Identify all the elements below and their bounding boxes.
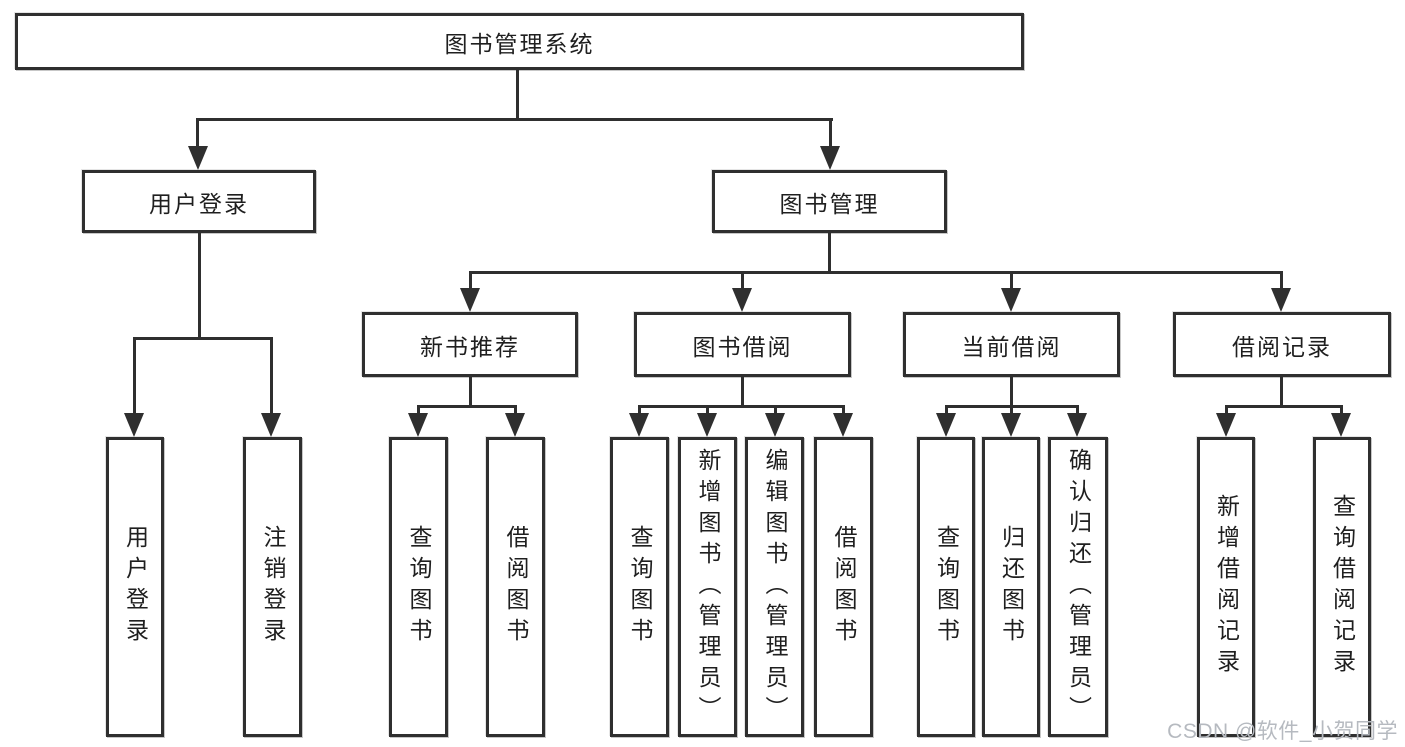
connector-line bbox=[469, 271, 1282, 274]
node-library-system: 图书管理系统 bbox=[15, 13, 1024, 70]
node-book-management-label: 图书管理 bbox=[779, 190, 880, 217]
node-leaf-query-books-current: 查询图书 bbox=[917, 437, 975, 737]
node-leaf-borrow-books-label: 借阅图书 bbox=[831, 525, 857, 649]
connector-line bbox=[1225, 405, 1228, 413]
connector-line bbox=[741, 271, 744, 288]
connector-line bbox=[774, 405, 777, 413]
arrow-down-icon bbox=[732, 288, 752, 312]
arrow-down-icon bbox=[408, 413, 428, 437]
arrow-down-icon bbox=[697, 413, 717, 437]
node-leaf-user-login-label: 用户登录 bbox=[122, 525, 149, 649]
connector-line bbox=[828, 233, 831, 271]
connector-line bbox=[1010, 271, 1013, 288]
node-current-borrowing-label: 当前借阅 bbox=[961, 333, 1062, 360]
arrow-down-icon bbox=[261, 413, 281, 437]
arrow-down-icon bbox=[833, 413, 853, 437]
arrow-down-icon bbox=[820, 146, 840, 170]
connector-line bbox=[270, 337, 273, 413]
node-book-borrowing: 图书借阅 bbox=[634, 312, 851, 377]
arrow-down-icon bbox=[188, 146, 208, 170]
node-book-management: 图书管理 bbox=[712, 170, 947, 233]
arrow-down-icon bbox=[1216, 413, 1236, 437]
arrow-down-icon bbox=[1331, 413, 1351, 437]
connector-line bbox=[1280, 377, 1283, 405]
connector-line bbox=[1225, 405, 1343, 408]
node-leaf-borrow-books-recommend-label: 借阅图书 bbox=[503, 525, 529, 649]
arrow-down-icon bbox=[1067, 413, 1087, 437]
connector-line bbox=[1340, 405, 1343, 413]
watermark: CSDN @软件_小贺同学 bbox=[1167, 720, 1398, 743]
arrow-down-icon bbox=[124, 413, 144, 437]
node-leaf-edit-book-admin-label: 编辑图书（管理员） bbox=[762, 447, 788, 727]
node-leaf-query-borrow-record-label: 查询借阅记录 bbox=[1329, 494, 1356, 680]
node-leaf-edit-book-admin: 编辑图书（管理员） bbox=[745, 437, 804, 737]
node-leaf-add-book-admin-label: 新增图书（管理员） bbox=[695, 447, 721, 727]
connector-line bbox=[133, 337, 136, 413]
connector-line bbox=[516, 70, 519, 118]
node-leaf-query-books-borrowing: 查询图书 bbox=[610, 437, 669, 737]
node-library-system-label: 图书管理系统 bbox=[444, 30, 595, 57]
connector-line bbox=[198, 233, 201, 337]
connector-line bbox=[829, 118, 832, 146]
arrow-down-icon bbox=[765, 413, 785, 437]
connector-line bbox=[706, 405, 709, 413]
connector-line bbox=[196, 118, 833, 121]
node-leaf-query-books-recommend-label: 查询图书 bbox=[406, 525, 432, 649]
connector-line bbox=[469, 377, 472, 405]
node-leaf-return-book-label: 归还图书 bbox=[998, 525, 1025, 649]
node-borrow-records: 借阅记录 bbox=[1173, 312, 1391, 377]
arrow-down-icon bbox=[1001, 288, 1021, 312]
connector-line bbox=[1010, 405, 1013, 413]
node-new-book-recommend: 新书推荐 bbox=[362, 312, 578, 377]
node-current-borrowing: 当前借阅 bbox=[903, 312, 1120, 377]
arrow-down-icon bbox=[936, 413, 956, 437]
arrow-down-icon bbox=[1271, 288, 1291, 312]
node-leaf-borrow-books-recommend: 借阅图书 bbox=[486, 437, 545, 737]
connector-line bbox=[417, 405, 517, 408]
node-user-login-label: 用户登录 bbox=[149, 190, 249, 217]
node-leaf-query-books-borrowing-label: 查询图书 bbox=[627, 525, 653, 649]
connector-line bbox=[1076, 405, 1079, 413]
arrow-down-icon bbox=[1001, 413, 1021, 437]
arrow-down-icon bbox=[460, 288, 480, 312]
connector-line bbox=[945, 405, 948, 413]
connector-line bbox=[842, 405, 845, 413]
connector-line bbox=[196, 118, 199, 146]
connector-line bbox=[638, 405, 641, 413]
node-leaf-logout: 注销登录 bbox=[243, 437, 302, 737]
node-leaf-query-borrow-record: 查询借阅记录 bbox=[1313, 437, 1371, 737]
node-new-book-recommend-label: 新书推荐 bbox=[420, 333, 520, 360]
node-leaf-logout-label: 注销登录 bbox=[260, 525, 286, 649]
node-leaf-borrow-books: 借阅图书 bbox=[814, 437, 873, 737]
connector-line bbox=[469, 271, 472, 288]
node-leaf-query-books-current-label: 查询图书 bbox=[933, 525, 960, 649]
node-borrow-records-label: 借阅记录 bbox=[1232, 333, 1332, 360]
arrow-down-icon bbox=[505, 413, 525, 437]
connector-line bbox=[133, 337, 273, 340]
node-leaf-confirm-return-admin-label: 确认归还（管理员） bbox=[1065, 447, 1092, 727]
connector-line bbox=[638, 405, 845, 408]
node-leaf-add-borrow-record: 新增借阅记录 bbox=[1197, 437, 1255, 737]
connector-line bbox=[1280, 271, 1283, 288]
connector-line bbox=[514, 405, 517, 413]
node-leaf-add-borrow-record-label: 新增借阅记录 bbox=[1213, 494, 1240, 680]
node-leaf-user-login: 用户登录 bbox=[106, 437, 164, 737]
node-book-borrowing-label: 图书借阅 bbox=[692, 333, 793, 360]
connector-line bbox=[417, 405, 420, 413]
node-leaf-query-books-recommend: 查询图书 bbox=[389, 437, 448, 737]
node-leaf-confirm-return-admin: 确认归还（管理员） bbox=[1048, 437, 1108, 737]
connector-line bbox=[1010, 377, 1013, 405]
node-leaf-add-book-admin: 新增图书（管理员） bbox=[678, 437, 737, 737]
arrow-down-icon bbox=[629, 413, 649, 437]
connector-line bbox=[741, 377, 744, 405]
node-user-login: 用户登录 bbox=[82, 170, 316, 233]
node-leaf-return-book: 归还图书 bbox=[982, 437, 1040, 737]
